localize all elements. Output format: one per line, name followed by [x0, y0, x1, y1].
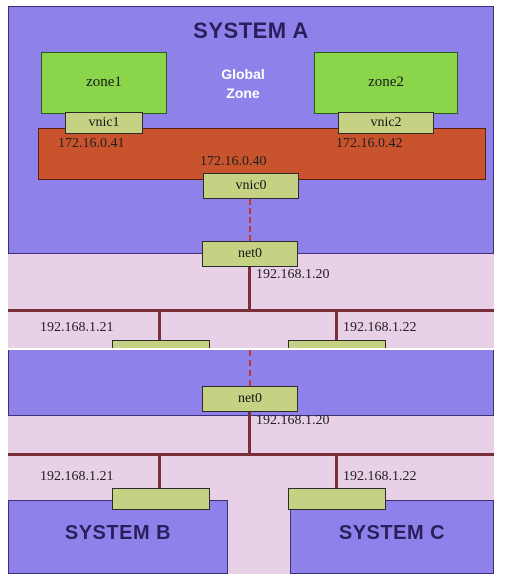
system-c-label: SYSTEM C [338, 522, 446, 544]
drop-right-bottom [335, 456, 338, 488]
vnic0-net0-link [249, 199, 251, 241]
vnic1-box: vnic1 [65, 112, 143, 134]
network-bus-top [8, 309, 494, 312]
ip-vnic2: 172.16.0.42 [336, 136, 403, 151]
system-c-nic-top [288, 340, 386, 348]
zone2-box: zone2 [314, 52, 458, 114]
ip-right-bottom: 192.168.1.22 [343, 469, 417, 484]
ip-net0-bottom: 192.168.1.20 [256, 413, 330, 428]
zone1-box: zone1 [41, 52, 167, 114]
vnic0-box: vnic0 [203, 173, 299, 199]
vnic0-net0-link-bottom [249, 350, 251, 386]
global-zone-label-line2: Zone [226, 85, 260, 101]
drop-left-bottom [158, 456, 161, 488]
net0-box-top: net0 [202, 241, 298, 267]
ip-net0-top: 192.168.1.20 [256, 267, 330, 282]
network-bus-bottom [8, 453, 494, 456]
system-c-nic [288, 488, 386, 510]
vnic2-box: vnic2 [338, 112, 434, 134]
ip-vnic0: 172.16.0.40 [200, 154, 267, 169]
system-a-title: SYSTEM A [193, 18, 309, 43]
global-zone-label-line1: Global [221, 66, 265, 82]
net0-drop-line-top [248, 267, 251, 311]
ip-vnic1: 172.16.0.41 [58, 136, 125, 151]
bottom-diagram-panel: net0 192.168.1.20 192.168.1.21 192.168.1… [8, 350, 494, 574]
drop-right-top [335, 312, 338, 348]
top-diagram-panel: SYSTEM A zone1 zone2 Global Zone vnic1 v… [8, 6, 494, 348]
system-b-nic [112, 488, 210, 510]
global-zone-bar [38, 128, 486, 180]
global-zone-label: Global Zone [188, 65, 298, 103]
net0-drop-line-bottom [248, 412, 251, 455]
drop-left-top [158, 312, 161, 348]
ip-left-bottom: 192.168.1.21 [40, 469, 114, 484]
system-c-box [290, 500, 494, 574]
ip-left-top: 192.168.1.21 [40, 320, 114, 335]
net0-box-bottom: net0 [202, 386, 298, 412]
system-b-label: SYSTEM B [64, 522, 172, 544]
system-b-nic-top [112, 340, 210, 348]
ip-right-top: 192.168.1.22 [343, 320, 417, 335]
